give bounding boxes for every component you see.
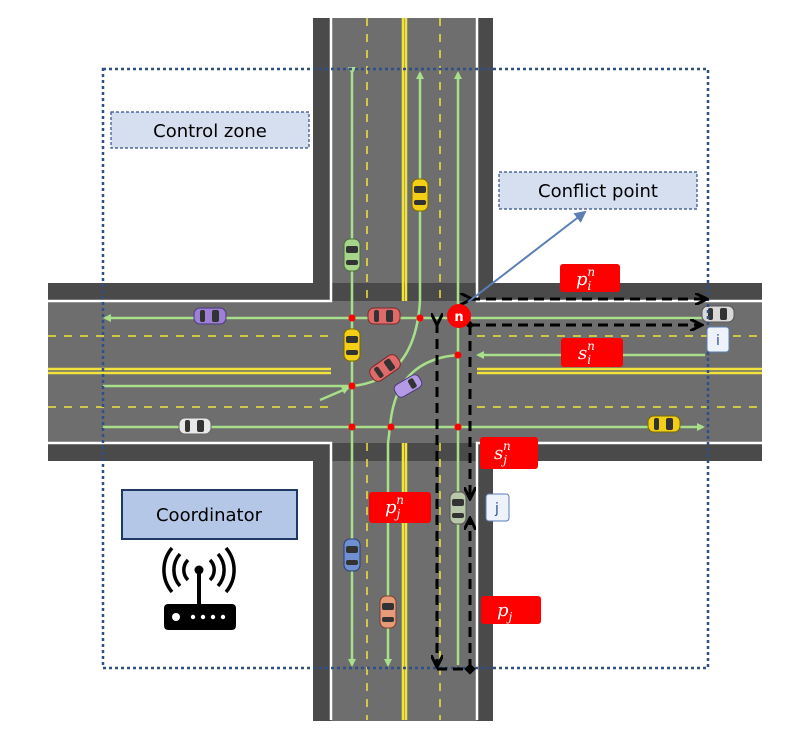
var-sub: j [394, 507, 401, 521]
variable-tag-s-i-n: sin [561, 338, 623, 367]
conflict-dot [348, 423, 356, 431]
car-purple-west [193, 307, 227, 325]
car-yellow-north [411, 178, 429, 212]
variable-tag-p-i-n: pin [560, 264, 620, 293]
car-white-east [178, 417, 212, 435]
conflict-point-label: Conflict point [538, 181, 658, 202]
svg-text:sjn: sjn [494, 439, 511, 467]
conflict-dot [454, 423, 462, 431]
var-sup: n [503, 439, 511, 453]
var-base: p [576, 269, 588, 290]
conflict-point-label-box: Conflict point [498, 171, 698, 210]
conflict-dot [387, 423, 395, 431]
vehicle-tag-j: j [485, 493, 510, 522]
conflict-dot [348, 382, 356, 390]
car-grey-j [449, 491, 467, 525]
dashed-lane-lines [48, 18, 762, 720]
var-sup: n [587, 339, 595, 353]
car-salmon-south [379, 595, 397, 629]
conflict-dot [348, 314, 356, 322]
var-sub: i [588, 279, 592, 293]
var-sup: n [396, 493, 404, 507]
distance-arrows [437, 299, 705, 671]
svg-text:sin: sin [578, 339, 595, 367]
control-zone-label: Control zone [153, 121, 267, 142]
coordinator-label-box: Coordinator [121, 489, 298, 540]
wireless-router-icon [162, 546, 236, 630]
conflict-dot [416, 314, 424, 322]
svg-text:pin: pin [576, 265, 595, 293]
yellow-center-lines [48, 18, 762, 720]
car-purple-turning [393, 374, 423, 398]
var-base: p [385, 497, 397, 518]
conflict-dot [454, 351, 462, 359]
var-sub: i [587, 353, 591, 367]
var-base: p [497, 600, 509, 621]
variable-tag-p-j: pj [481, 596, 541, 624]
car-grey-i [701, 305, 735, 323]
conflict-point-pointer [467, 210, 587, 303]
var-sub: j [506, 610, 513, 624]
car-blue-south [343, 538, 361, 572]
arrow-base-marker [464, 663, 476, 675]
svg-text:pjn: pjn [385, 493, 404, 521]
vehicle-tag-i-label: i [716, 333, 720, 349]
car-red-west [367, 307, 401, 325]
var-sub: j [500, 453, 507, 467]
vehicle-tag-i: i [706, 326, 730, 353]
control-zone-boundary [101, 67, 710, 670]
variable-tag-p-j-n: pjn [369, 492, 431, 523]
car-yellow-south [343, 328, 361, 362]
car-red-turning [369, 354, 401, 382]
var-sup: n [587, 265, 595, 279]
conflict-node-label: n [454, 310, 463, 325]
coordinator-label: Coordinator [156, 505, 263, 526]
var-base: s [578, 343, 587, 364]
variable-tag-s-j-n: sjn [480, 437, 538, 469]
vehicles [178, 178, 735, 629]
var-base: s [494, 443, 503, 464]
control-zone-label-box: Control zone [110, 111, 310, 149]
svg-text:pj: pj [497, 600, 513, 624]
car-yellow-east [647, 415, 681, 433]
vehicle-tag-j-label: j [494, 501, 499, 517]
conflict-points [348, 314, 462, 431]
conflict-node: n [447, 304, 471, 328]
car-green-south [343, 238, 361, 272]
